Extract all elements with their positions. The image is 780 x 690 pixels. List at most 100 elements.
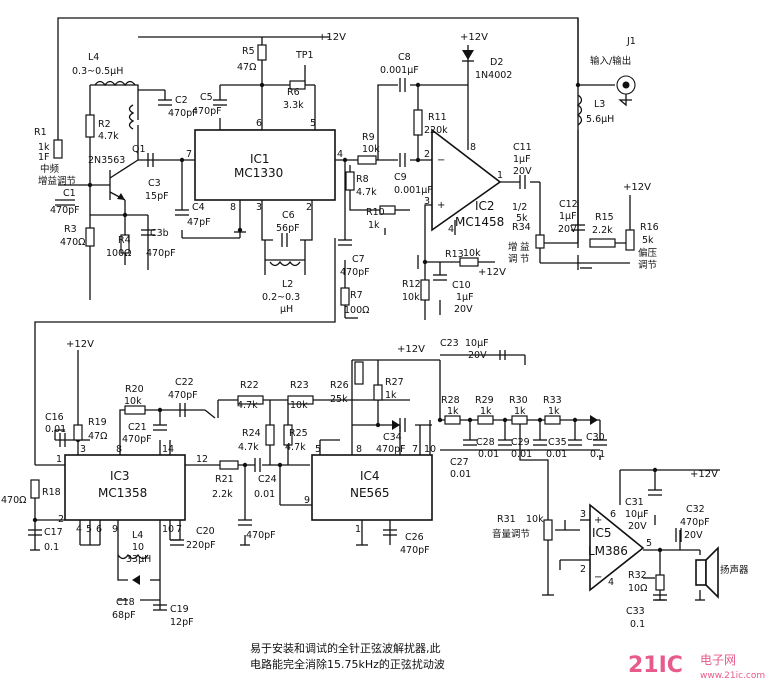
c10-value: 1μF (456, 292, 474, 303)
l4b-value: 10 (132, 542, 144, 553)
jack-ref: J1 (626, 36, 636, 47)
ic3-pin-3: 3 (80, 444, 86, 455)
l4-value: 0.3~0.5μH (72, 66, 123, 77)
c23-voltage: 20V (468, 350, 487, 361)
r5-ref: R5 (242, 46, 255, 57)
ic3-pin-12: 12 (196, 454, 208, 465)
c28-value: 0.01 (478, 449, 499, 460)
c30-value: 0.1 (590, 449, 605, 460)
ic1-part: MC1330 (234, 166, 283, 180)
ic4-pin-9: 9 (304, 495, 310, 506)
r9-ref: R9 (362, 132, 375, 143)
c19-ref: C19 (170, 604, 189, 615)
r34-value: 5k (516, 213, 528, 224)
r19-value: 47Ω (88, 431, 107, 442)
c11-value: 1μF (513, 154, 531, 165)
r16-function-1: 偏压 (638, 247, 658, 259)
inductors (94, 80, 583, 560)
junctions (32, 82, 663, 553)
tp1-label: TP1 (295, 50, 314, 61)
r19-ref: R19 (88, 417, 107, 428)
r28-value: 1k (447, 406, 459, 417)
ic5-ref: IC5 (592, 526, 612, 540)
r31-ref: R31 (497, 514, 516, 525)
c34-ref: C34 (383, 432, 402, 443)
watermark-logo: 21IC 电子网 www.21ic.com (628, 653, 765, 681)
ic1-pin-2: 2 (306, 202, 312, 213)
supply-label-ic4: +12V (397, 344, 425, 355)
ic2-opamp-body (431, 128, 502, 232)
c22-ref: C22 (175, 377, 194, 388)
ic4-part: NE565 (350, 486, 389, 500)
d2-ref: D2 (490, 57, 503, 68)
ic3-pin-9: 9 (112, 524, 118, 535)
r33-value: 1k (548, 406, 560, 417)
r1-ref: R1 (34, 127, 47, 138)
c26-value: 470pF (400, 545, 430, 556)
c33-ref: C33 (626, 606, 645, 617)
r1-function-1: 中频 (40, 163, 60, 175)
r6-ref: R6 (287, 87, 300, 98)
c22-value: 470pF (168, 390, 198, 401)
ic1-pin-3: 3 (256, 202, 262, 213)
transistor-q1 (109, 125, 139, 201)
r23-ref: R23 (290, 380, 309, 391)
ic3-ref: IC3 (110, 469, 130, 483)
supply-label-top: +12V (318, 32, 346, 43)
c3-value: 15pF (145, 191, 169, 202)
supply-label-r16: +12V (623, 182, 651, 193)
watermark-main: 21IC (628, 653, 683, 678)
c33-value: 0.1 (630, 619, 645, 630)
ic4-pin-10: 10 (424, 444, 436, 455)
ic5-pin-4: 4 (608, 577, 614, 588)
supply-label-ic3: +12V (66, 339, 94, 350)
c32-ref: C32 (686, 504, 705, 515)
c26-ref: C26 (405, 532, 424, 543)
q1-ref: Q1 (132, 144, 146, 155)
c4-ref: C4 (192, 202, 205, 213)
c23-ref: C23 (440, 338, 459, 349)
d2-part: 1N4002 (475, 70, 512, 81)
c11-ref: C11 (513, 142, 532, 153)
r8-ref: R8 (356, 174, 369, 185)
ic3-pin-4: 4 (76, 524, 82, 535)
c29-value: 0.01 (511, 449, 532, 460)
r9-value: 10k (362, 144, 380, 155)
r2-value: 4.7k (98, 131, 119, 142)
c7-value: 470pF (340, 267, 370, 278)
ic3-pin-2: 2 (58, 514, 64, 525)
ic2-pin-3: 3 (424, 196, 430, 207)
r12-value: 10k (402, 292, 420, 303)
r15-ref: R15 (595, 212, 614, 223)
c32-value: 470pF (680, 517, 710, 528)
r25-ref: R25 (289, 428, 308, 439)
ic4-pin-1: 1 (355, 524, 361, 535)
watermark-sub: 电子网 (700, 653, 736, 667)
grounds (30, 231, 705, 601)
r18-ref: R18 (42, 487, 61, 498)
c34-value: 470pF (376, 444, 406, 455)
r34-ref: R34 (512, 222, 531, 233)
r7-value: 100Ω (344, 305, 369, 316)
c32-voltage: 20V (684, 530, 703, 541)
c31-voltage: 20V (628, 521, 647, 532)
c12-ref: C12 (559, 199, 578, 210)
ic5-plus-sign: + (594, 515, 602, 526)
c3b-ref: C3b (150, 228, 169, 239)
ic2-pin-1: 1 (497, 170, 503, 181)
c9-ref: C9 (394, 172, 407, 183)
r13-value: 10k (463, 248, 481, 259)
r26-value: 25k (330, 394, 348, 405)
c4-value: 47pF (187, 217, 211, 228)
ic5-pin-5: 5 (646, 538, 652, 549)
c23-value: 10μF (465, 338, 489, 349)
r20-value: 10k (124, 396, 142, 407)
c2-value: 470pF (168, 108, 198, 119)
jack-label: 输入/输出 (590, 55, 631, 67)
r4-ref: R4 (118, 235, 131, 246)
r12-ref: R12 (402, 279, 421, 290)
c8-ref: C8 (398, 52, 411, 63)
ic2-half: 1/2 (512, 202, 527, 213)
c27-value: 0.01 (450, 469, 471, 480)
ic2-ref: IC2 (475, 199, 495, 213)
